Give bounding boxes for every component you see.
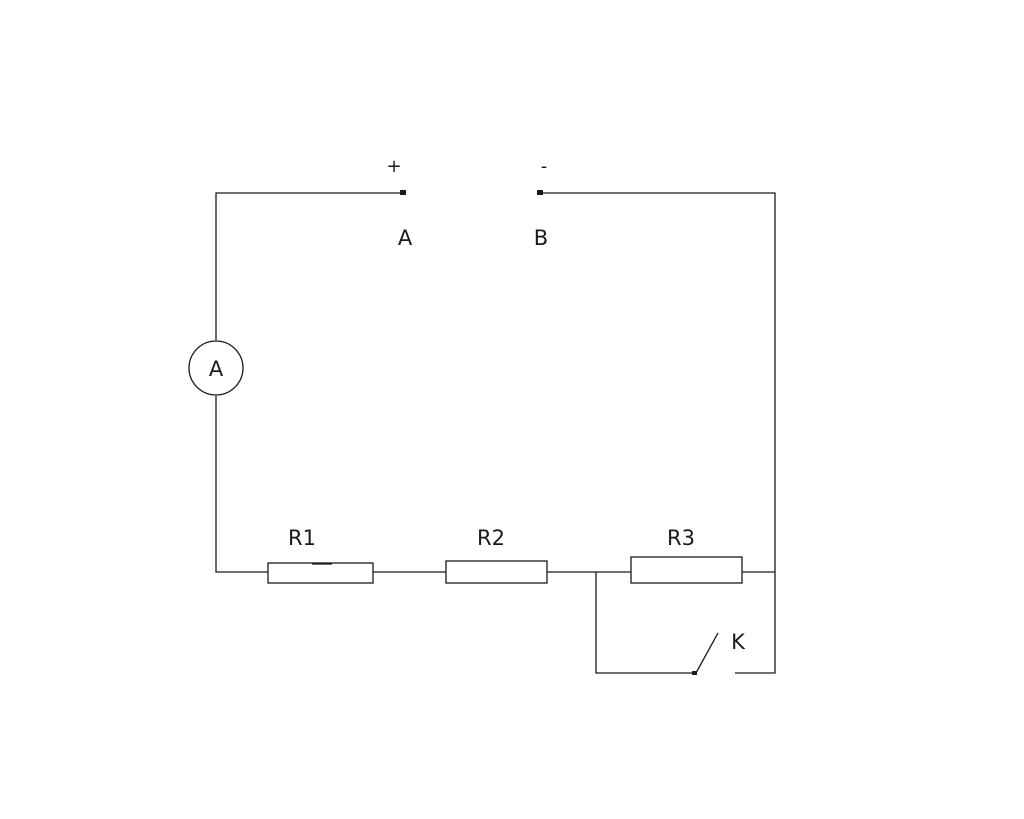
terminal-b-label: B [534,226,548,250]
switch-contact [692,671,697,675]
wire-left-bottom [215,396,268,573]
terminal-b: - B [534,156,548,250]
wires [215,192,776,674]
terminal-a-dot [400,190,406,195]
resistor-r3-label: R3 [667,526,695,550]
wire-top-left [215,192,403,340]
resistor-r2-label: R2 [477,526,505,550]
switch-lever [695,632,719,674]
switch-k: K [692,630,746,675]
ammeter-circle [188,340,244,396]
negative-sign: - [541,156,548,177]
positive-sign: + [386,156,401,177]
ammeter: A [188,340,244,396]
terminal-a-label: A [398,226,413,250]
resistor-r3-body [630,556,743,584]
wire-top-right [540,192,776,674]
resistor-r3: R3 [630,526,743,584]
terminal-a: + A [386,156,412,250]
terminal-b-dot [537,190,543,195]
switch-label: K [731,630,746,654]
resistor-r1-body [267,562,374,584]
resistor-r2-body [445,560,548,584]
resistor-r2: R2 [445,526,548,584]
wire-switch-branch [595,572,694,674]
resistor-r1-label: R1 [288,526,316,550]
resistor-r1: R1 [267,526,374,584]
ammeter-label: A [209,357,224,381]
